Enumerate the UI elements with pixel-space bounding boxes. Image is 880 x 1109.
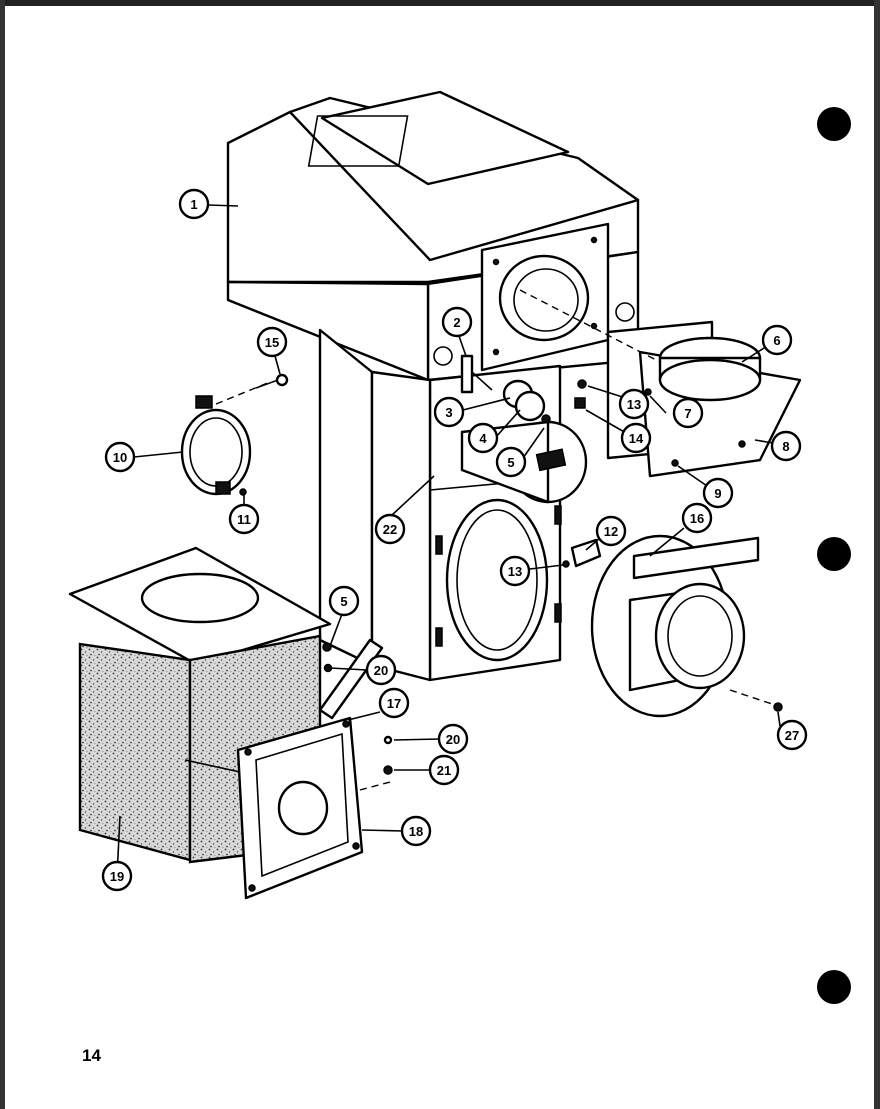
svg-text:5: 5 [340, 594, 347, 609]
svg-text:20: 20 [374, 663, 388, 678]
svg-text:13: 13 [627, 397, 641, 412]
bracket-part-12 [562, 538, 602, 568]
svg-text:8: 8 [782, 439, 789, 454]
callout-20-lower: 20 [437, 723, 469, 755]
callout-leaders [116, 204, 781, 877]
callout-18: 18 [400, 815, 432, 847]
page-number: 14 [82, 1046, 101, 1065]
svg-text:15: 15 [265, 335, 279, 350]
callout-17: 17 [378, 687, 410, 719]
callout-7: 7 [672, 397, 704, 429]
callout-22: 22 [374, 513, 406, 545]
callout-14: 14 [620, 422, 652, 454]
callout-2: 2 [441, 306, 473, 338]
hardware-parts-7-13-14 [519, 289, 661, 409]
svg-text:7: 7 [684, 406, 691, 421]
svg-text:11: 11 [237, 512, 251, 527]
svg-text:19: 19 [110, 869, 124, 884]
callout-5-lower: 5 [328, 585, 360, 617]
svg-text:14: 14 [629, 431, 644, 446]
svg-text:3: 3 [445, 405, 452, 420]
callout-8: 8 [770, 430, 802, 462]
callout-9: 9 [702, 477, 734, 509]
callout-10: 10 [104, 441, 136, 473]
punch-hole-bottom [817, 970, 851, 1004]
callout-5-upper: 5 [495, 446, 527, 478]
svg-text:13: 13 [508, 564, 522, 579]
svg-text:21: 21 [437, 763, 451, 778]
callouts: 1 2 3 4 5 5 6 7 8 9 10 11 12 13 13 14 15… [101, 188, 808, 892]
svg-text:10: 10 [113, 450, 127, 465]
callout-21: 21 [428, 754, 460, 786]
adapter-part-16 [590, 534, 783, 718]
svg-text:17: 17 [387, 696, 401, 711]
svg-text:16: 16 [690, 511, 704, 526]
punch-hole-top [817, 107, 851, 141]
callout-20-upper: 20 [365, 654, 397, 686]
svg-text:27: 27 [785, 728, 799, 743]
callout-13-lower: 13 [499, 555, 531, 587]
callout-27: 27 [776, 719, 808, 751]
svg-text:4: 4 [479, 431, 487, 446]
flange-ring-part-10 [180, 373, 289, 496]
punch-hole-middle [817, 537, 851, 571]
svg-text:20: 20 [446, 732, 460, 747]
svg-text:2: 2 [453, 315, 460, 330]
blower-plate-part-18 [236, 716, 364, 900]
svg-text:22: 22 [383, 522, 397, 537]
bracket-part-2 [460, 354, 493, 394]
svg-text:9: 9 [714, 486, 721, 501]
svg-text:18: 18 [409, 824, 423, 839]
svg-text:12: 12 [604, 524, 618, 539]
svg-text:6: 6 [773, 333, 780, 348]
callout-13-upper: 13 [618, 388, 650, 420]
top-box-part-1 [226, 90, 640, 382]
callout-11: 11 [228, 503, 260, 535]
lower-hardware-parts-5-20-21 [318, 638, 393, 791]
callout-12: 12 [595, 515, 627, 547]
callout-4: 4 [467, 422, 499, 454]
callout-15: 15 [256, 326, 288, 358]
callout-6: 6 [761, 324, 793, 356]
callout-3: 3 [433, 396, 465, 428]
callout-1: 1 [178, 188, 210, 220]
svg-text:1: 1 [190, 197, 197, 212]
callout-19: 19 [101, 860, 133, 892]
svg-text:5: 5 [507, 455, 514, 470]
callout-16: 16 [681, 502, 713, 534]
